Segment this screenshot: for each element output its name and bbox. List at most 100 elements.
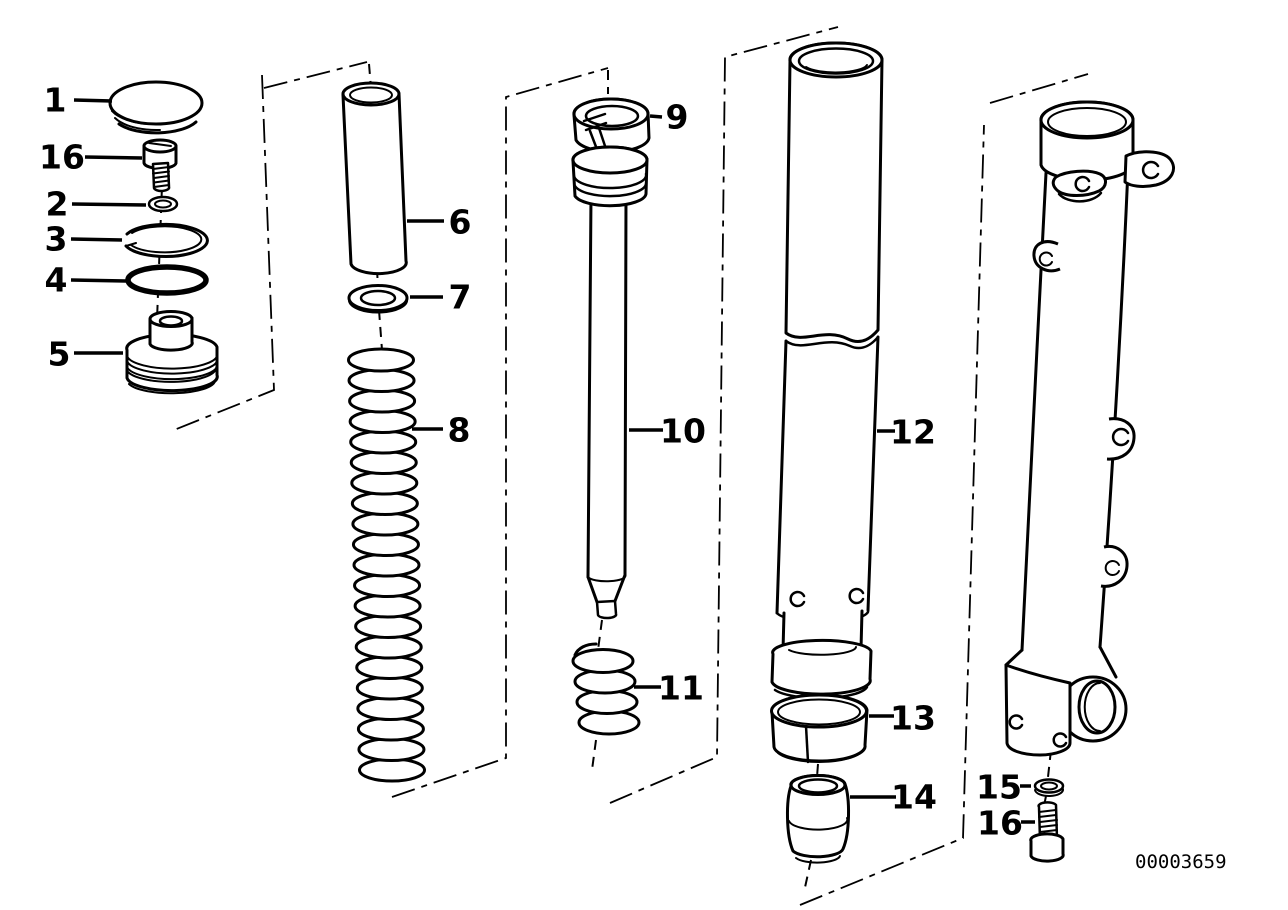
part-screw-top — [142, 138, 178, 193]
side-lug — [1106, 417, 1136, 461]
callout-label: 15 — [976, 768, 1022, 807]
spring-coil — [356, 716, 425, 742]
lug-hole-icon — [1104, 560, 1120, 576]
callout-label: 11 — [658, 669, 704, 708]
callout-5: 5 — [48, 335, 123, 374]
lug-hole-icon — [1074, 175, 1091, 193]
part-washer-small — [1033, 778, 1065, 798]
zone-boundary-line — [799, 124, 985, 906]
zone-boundary-line — [989, 73, 1089, 104]
spring-coil — [358, 757, 426, 783]
leader-line — [649, 114, 663, 119]
callout-label: 5 — [48, 335, 71, 374]
spring-coil — [349, 450, 418, 475]
part-split-ring — [572, 97, 651, 154]
doc-number: 00003659 — [1135, 851, 1227, 873]
part-rebound-spring-coils — [571, 648, 641, 736]
centerline — [378, 309, 383, 351]
spring-coil — [353, 573, 422, 598]
part-grooved-plug — [125, 310, 219, 395]
callout-16-bottom: 16 — [977, 804, 1035, 843]
part-o-ring — [125, 264, 209, 296]
callout-12: 12 — [877, 413, 936, 452]
leader-line — [71, 202, 147, 207]
callout-label: 16 — [39, 138, 85, 177]
spring-coil — [348, 409, 417, 434]
callout-label: 1 — [44, 81, 67, 120]
part-cap — [108, 80, 204, 135]
spring-coil — [571, 648, 635, 674]
part-stanchion-tube — [770, 41, 884, 700]
callout-3: 3 — [45, 220, 123, 259]
callout-2: 2 — [46, 185, 147, 224]
spring-coil — [347, 368, 416, 393]
leader-line — [70, 278, 127, 283]
leader-line — [70, 237, 123, 242]
callout-4: 4 — [45, 261, 127, 300]
lug-hole-icon — [1111, 427, 1130, 447]
part-inner-tube — [341, 81, 408, 276]
leader-line — [84, 155, 143, 160]
callout-8: 8 — [412, 411, 470, 450]
spring-coil — [353, 593, 422, 619]
callout-13: 13 — [869, 699, 936, 738]
spring-coil — [354, 614, 423, 639]
part-damper-bushing — [785, 773, 851, 864]
callout-label: 12 — [890, 413, 936, 452]
spring-coil — [351, 511, 420, 537]
callout-label: 10 — [660, 412, 706, 451]
zone-boundary-line — [173, 74, 275, 431]
centerline — [591, 739, 597, 771]
callout-label: 9 — [666, 98, 689, 137]
callout-11: 11 — [634, 669, 704, 708]
clamp-hole-icon — [1008, 714, 1024, 730]
part-main-spring-coils — [347, 347, 426, 783]
zone-boundary-line — [609, 26, 839, 804]
centerline — [597, 619, 603, 651]
clamp-hole-icon — [1052, 732, 1068, 748]
callouts: 1 16 2 3 4 5 6 7 — [39, 81, 1035, 843]
spring-coil — [351, 532, 420, 557]
spring-coil — [347, 347, 415, 373]
lug-hole-icon — [1141, 160, 1160, 180]
callout-label: 6 — [449, 203, 472, 242]
callout-label: 13 — [890, 699, 936, 738]
part-snap-ring — [124, 222, 209, 258]
part-washer — [347, 284, 409, 314]
spring-coil — [357, 737, 426, 762]
part-fork-slider — [1004, 100, 1175, 757]
spring-coil — [355, 655, 424, 680]
zone-boundaries — [173, 26, 1089, 906]
spring-coil — [356, 696, 425, 721]
callout-6: 6 — [407, 203, 471, 242]
callout-label: 16 — [977, 804, 1023, 843]
part-small-spring — [571, 642, 641, 736]
zone-boundary-line — [391, 67, 609, 798]
part-sealing-ring — [147, 195, 179, 213]
callout-1: 1 — [44, 81, 113, 120]
callout-label: 2 — [46, 185, 69, 224]
callout-10: 10 — [629, 412, 706, 451]
centerline — [816, 763, 819, 778]
front-tab — [1051, 169, 1107, 197]
callout-label: 14 — [891, 778, 937, 817]
side-lug — [1100, 544, 1129, 588]
zone-boundary-line — [263, 61, 368, 89]
part-main-spring — [347, 347, 426, 783]
spring-coil — [355, 675, 424, 701]
callout-16-top: 16 — [39, 138, 143, 177]
centerline — [803, 859, 812, 893]
axle-clamp-face — [1004, 663, 1072, 757]
mount-lug — [1123, 150, 1175, 188]
callout-9: 9 — [649, 98, 689, 137]
spring-coil — [350, 491, 419, 516]
part-screw-bottom — [1029, 801, 1065, 863]
lug-hole-icon — [1038, 251, 1053, 267]
spring-coil — [349, 429, 418, 455]
callout-7: 7 — [410, 278, 471, 317]
spring-coil — [354, 634, 423, 660]
callout-15: 15 — [976, 768, 1031, 807]
leader-line — [73, 98, 113, 103]
